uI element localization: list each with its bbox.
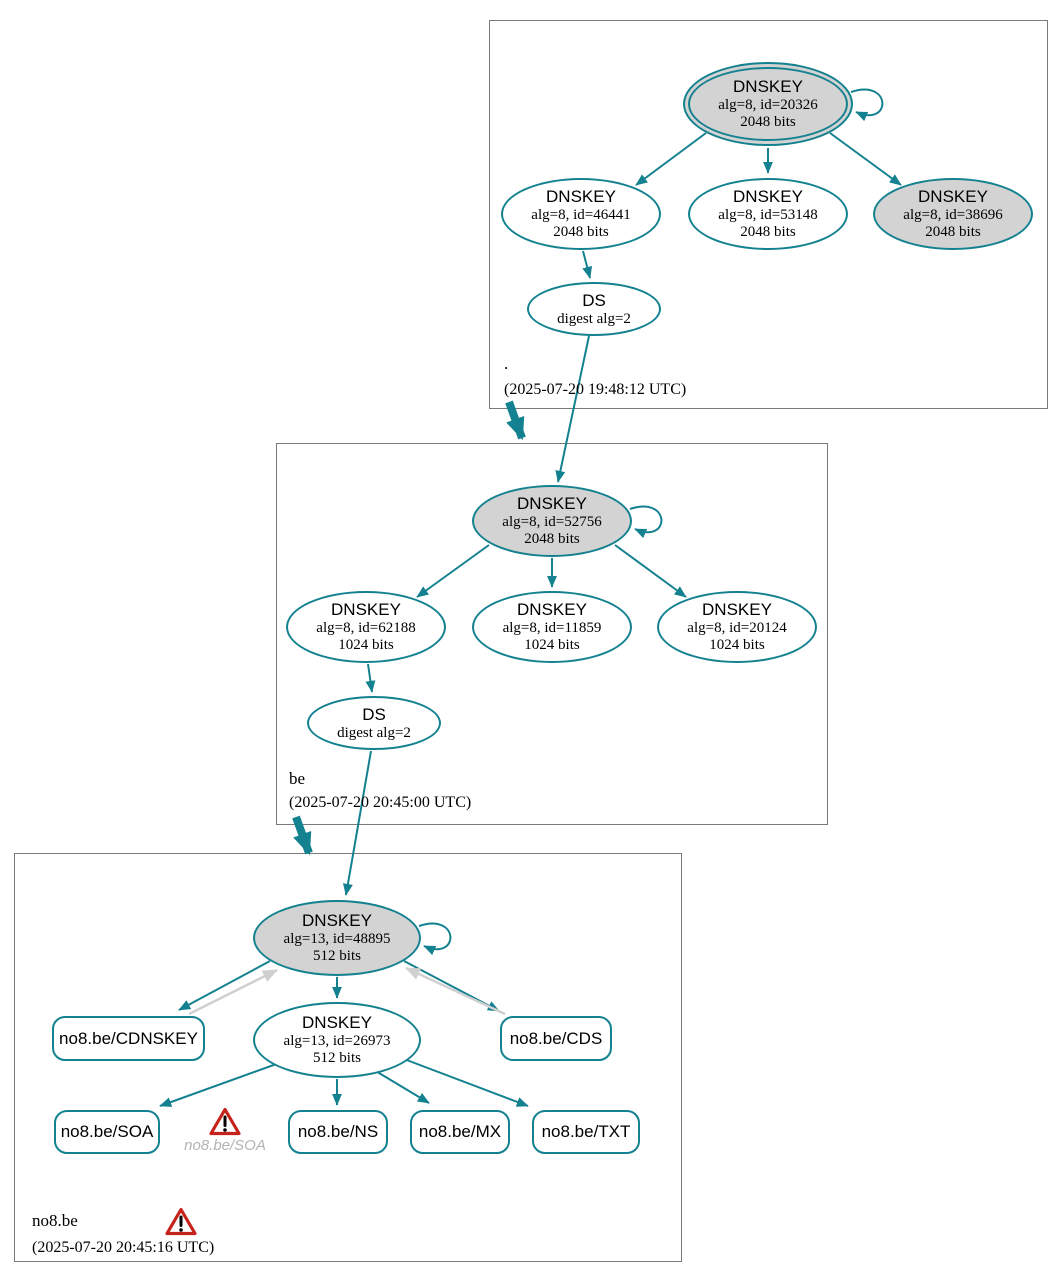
- node-title: DNSKEY: [918, 187, 988, 206]
- node-title: DNSKEY: [331, 600, 401, 619]
- node-title: DS: [362, 704, 386, 724]
- warning-label-soa: no8.be/SOA: [184, 1137, 266, 1154]
- rrset-cds-node[interactable]: no8.be/CDS: [500, 1016, 612, 1061]
- node-alg: alg=8, id=11859: [502, 620, 602, 636]
- zone-timestamp-root: (2025-07-20 19:48:12 UTC): [504, 381, 687, 398]
- rrset-mx-node[interactable]: no8.be/MX: [410, 1110, 510, 1154]
- rrset-label: no8.be/NS: [297, 1122, 379, 1141]
- node-bits: 512 bits: [313, 1050, 361, 1066]
- rrset-ns-node[interactable]: no8.be/NS: [288, 1110, 388, 1154]
- node-digest: digest alg=2: [557, 310, 631, 327]
- node-title: DNSKEY: [733, 187, 803, 206]
- node-title: DNSKEY: [733, 77, 803, 96]
- node-alg: alg=8, id=62188: [316, 620, 416, 636]
- rrset-txt-node[interactable]: no8.be/TXT: [532, 1110, 640, 1154]
- zone-label-be: be: [289, 769, 306, 788]
- node-title: DNSKEY: [302, 1013, 372, 1032]
- dnskey-53148-node[interactable]: DNSKEY alg=8, id=53148 2048 bits: [688, 178, 848, 250]
- dnskey-ksk-48895-node[interactable]: DNSKEY alg=13, id=48895 512 bits: [253, 900, 421, 976]
- rrset-soa-node[interactable]: no8.be/SOA: [54, 1110, 160, 1154]
- dnskey-ksk-52756-node[interactable]: DNSKEY alg=8, id=52756 2048 bits: [472, 485, 632, 557]
- dnskey-46441-node[interactable]: DNSKEY alg=8, id=46441 2048 bits: [501, 178, 661, 250]
- dnskey-62188-node[interactable]: DNSKEY alg=8, id=62188 1024 bits: [286, 591, 446, 663]
- rrset-label: no8.be/SOA: [60, 1122, 154, 1141]
- node-bits: 2048 bits: [740, 224, 796, 240]
- rrset-cdnskey-node[interactable]: no8.be/CDNSKEY: [52, 1016, 205, 1061]
- dnskey-20124-node[interactable]: DNSKEY alg=8, id=20124 1024 bits: [657, 591, 817, 663]
- node-alg: alg=8, id=38696: [903, 207, 1003, 223]
- node-alg: alg=13, id=26973: [283, 1033, 391, 1049]
- rrset-label: no8.be/CDNSKEY: [59, 1028, 198, 1048]
- node-alg: alg=8, id=46441: [531, 207, 631, 223]
- zone-label-root: .: [504, 354, 509, 373]
- zone-timestamp-be: (2025-07-20 20:45:00 UTC): [289, 794, 472, 811]
- warning-icon-zone-no8be[interactable]: [165, 1207, 197, 1236]
- rrset-label: no8.be/CDS: [509, 1028, 603, 1048]
- node-title: DNSKEY: [702, 600, 772, 619]
- node-title: DS: [582, 290, 606, 310]
- dnskey-11859-node[interactable]: DNSKEY alg=8, id=11859 1024 bits: [472, 591, 632, 663]
- zone-timestamp-no8be: (2025-07-20 20:45:16 UTC): [32, 1239, 215, 1256]
- node-bits: 1024 bits: [524, 637, 580, 653]
- node-alg: alg=8, id=52756: [502, 514, 602, 530]
- node-bits: 1024 bits: [709, 637, 765, 653]
- zone-box-root: [489, 20, 1048, 409]
- rrset-label: no8.be/TXT: [541, 1122, 631, 1141]
- dnskey-26973-node[interactable]: DNSKEY alg=13, id=26973 512 bits: [253, 1002, 421, 1078]
- node-bits: 512 bits: [313, 948, 361, 964]
- rrset-label: no8.be/MX: [418, 1122, 502, 1141]
- node-alg: alg=8, id=53148: [718, 207, 818, 223]
- node-bits: 2048 bits: [524, 531, 580, 547]
- zone-label-no8be: no8.be: [32, 1211, 78, 1230]
- warning-icon-soa[interactable]: [209, 1107, 241, 1136]
- node-title: DNSKEY: [546, 187, 616, 206]
- node-title: DNSKEY: [517, 494, 587, 513]
- node-bits: 2048 bits: [553, 224, 609, 240]
- node-alg: alg=13, id=48895: [283, 931, 391, 947]
- ds-root-node[interactable]: DS digest alg=2: [527, 282, 661, 336]
- zone-box-be: [276, 443, 828, 825]
- node-bits: 1024 bits: [338, 637, 394, 653]
- node-bits: 2048 bits: [925, 224, 981, 240]
- node-title: DNSKEY: [517, 600, 587, 619]
- ds-be-node[interactable]: DS digest alg=2: [307, 696, 441, 750]
- node-digest: digest alg=2: [337, 724, 411, 741]
- node-title: DNSKEY: [302, 911, 372, 930]
- node-alg: alg=8, id=20124: [687, 620, 787, 636]
- node-bits: 2048 bits: [740, 114, 796, 130]
- dnskey-ksk-20326-node[interactable]: DNSKEY alg=8, id=20326 2048 bits: [683, 62, 853, 146]
- dnskey-38696-node[interactable]: DNSKEY alg=8, id=38696 2048 bits: [873, 178, 1033, 250]
- node-alg: alg=8, id=20326: [718, 97, 818, 113]
